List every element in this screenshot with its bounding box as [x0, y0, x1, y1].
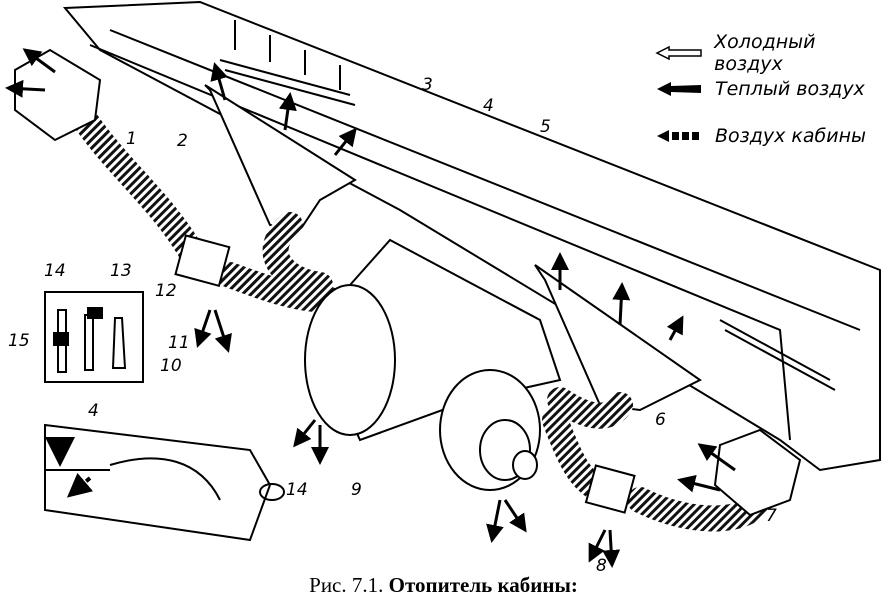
heater-unit — [304, 238, 562, 491]
legend-label: Воздух кабины — [715, 125, 867, 147]
caption-title: Отопитель кабины: — [388, 573, 578, 597]
callout-13: 13 — [110, 261, 132, 281]
legend-label: Холодный воздух — [714, 31, 816, 75]
callout-11: 11 — [168, 333, 190, 353]
callout-12: 12 — [155, 281, 177, 301]
callout-10: 10 — [160, 356, 182, 376]
callout-3: 3 — [422, 75, 433, 95]
solid-arrow-icon — [657, 82, 701, 96]
callout-14-inset: 14 — [286, 480, 308, 500]
callout-2: 2 — [177, 131, 188, 151]
legend-cold-air: Холодный воздух — [655, 31, 887, 75]
dashboard-panel — [62, 0, 881, 472]
callout-14: 14 — [44, 261, 66, 281]
callout-7: 7 — [766, 506, 777, 526]
legend-cabin-air: Воздух кабины — [655, 125, 866, 147]
dashed-arrow-icon — [657, 130, 699, 142]
hollow-arrow-icon — [655, 45, 702, 61]
callout-5: 5 — [540, 117, 551, 137]
callout-6: 6 — [655, 410, 666, 430]
callout-9: 9 — [351, 480, 362, 500]
callout-1: 1 — [126, 129, 137, 149]
legend-label: Теплый воздух — [715, 78, 865, 100]
nozzles — [14, 48, 802, 517]
caption-prefix: Рис. 7.1. — [309, 573, 384, 597]
airflow-arrows — [5, 48, 736, 568]
legend-warm-air: Теплый воздух — [655, 78, 865, 100]
callout-15: 15 — [8, 331, 30, 351]
lever-inset — [44, 423, 285, 542]
callout-4: 4 — [483, 96, 494, 116]
callout-8: 8 — [596, 556, 607, 576]
panel-vents — [219, 20, 836, 391]
figure-caption: Рис. 7.1. Отопитель кабины: — [0, 573, 887, 598]
callout-4-inset: 4 — [88, 401, 99, 421]
control-panel-inset — [44, 291, 144, 383]
